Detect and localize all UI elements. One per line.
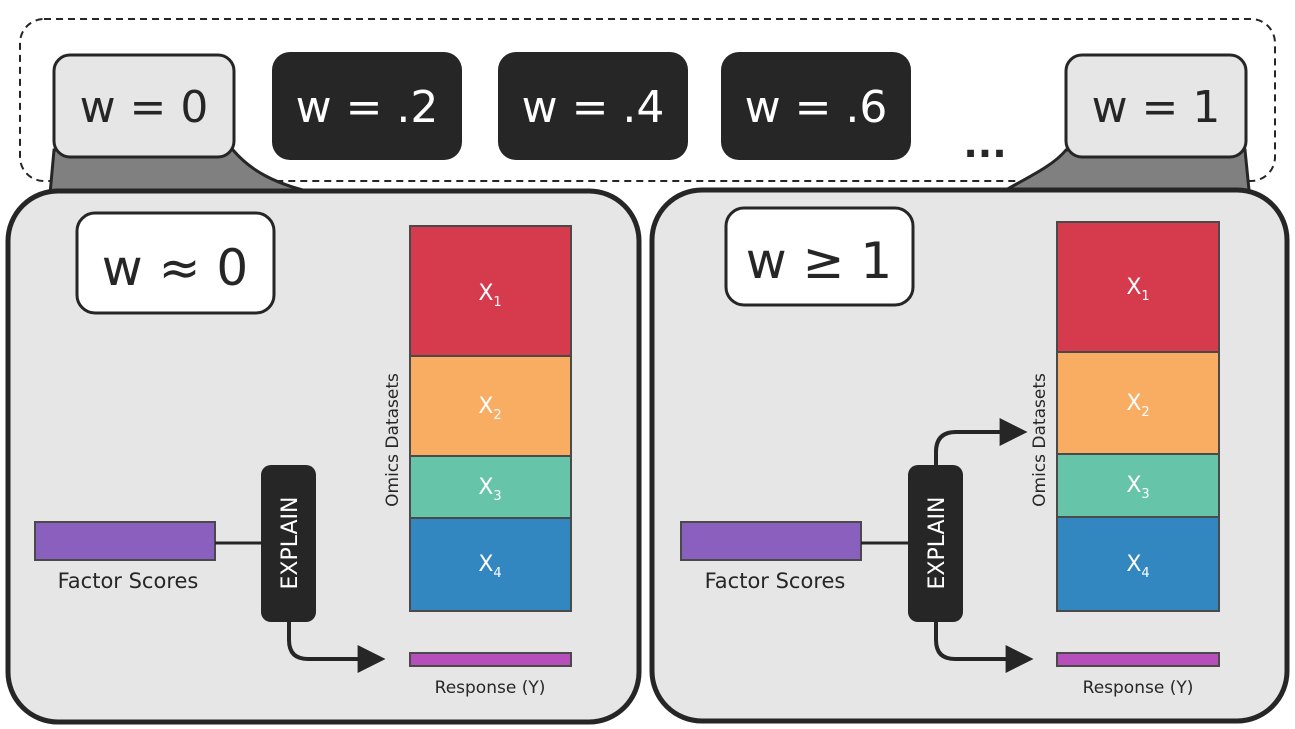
right-dataset-3-label: X3 (1126, 473, 1149, 502)
right-dataset-2-label: X2 (1126, 391, 1149, 420)
left-dataset-4 (409, 517, 572, 612)
right-datasets-stack: X1 X2 X3 X4 (1056, 221, 1220, 612)
weight-label-0: w = 0 (80, 82, 209, 133)
right-factor-label: Factor Scores (705, 569, 846, 593)
left-condition-box: w ≈ 0 (75, 211, 276, 315)
right-dataset-1 (1056, 221, 1220, 353)
weight-box-4: w = .4 (498, 52, 688, 160)
left-response-label: Response (Y) (435, 678, 546, 698)
right-dataset-4-label: X4 (1126, 552, 1149, 581)
right-explain-box (908, 465, 963, 622)
weight-box-6: w = .6 (721, 52, 911, 160)
left-axis-label: Omics Datasets (383, 373, 403, 507)
weight-label-2: w = .2 (296, 82, 439, 133)
left-factor-label: Factor Scores (58, 569, 199, 593)
right-response-bar (1056, 652, 1220, 667)
left-explain-label: EXPLAIN (278, 497, 303, 590)
left-explain-box (261, 465, 316, 622)
left-arrow-to-response (287, 622, 386, 673)
left-dataset-3 (409, 455, 572, 519)
weight-box-0: w = 0 (52, 53, 236, 159)
right-dataset-1-label: X1 (1126, 275, 1149, 304)
right-explain-label: EXPLAIN (925, 497, 950, 590)
weight-strip-container (19, 18, 1276, 182)
weight-label-4: w = .4 (522, 82, 665, 133)
right-axis-label: Omics Datasets (1030, 373, 1050, 507)
left-condition-label: w ≈ 0 (102, 239, 248, 297)
right-condition-box: w ≥ 1 (724, 206, 915, 307)
right-arrow-to-response (934, 622, 1034, 673)
right-factor-bar (680, 521, 862, 561)
left-dataset-1-label: X1 (478, 281, 501, 310)
left-factor-bar (34, 521, 216, 561)
left-dataset-1 (409, 225, 572, 357)
right-response-label: Response (Y) (1083, 678, 1194, 698)
weight-box-2: w = .2 (272, 52, 462, 160)
right-dataset-4 (1056, 516, 1220, 612)
left-dataset-4-label: X4 (478, 552, 501, 581)
right-condition-label: w ≥ 1 (746, 232, 892, 290)
weight-label-1: w = 1 (1092, 82, 1221, 133)
right-arrow-to-datasets (934, 418, 1028, 465)
left-datasets-stack: X1 X2 X3 X4 (409, 225, 572, 612)
left-dataset-2 (409, 355, 572, 457)
left-dataset-3-label: X3 (478, 475, 501, 504)
weight-ellipsis: ... (963, 122, 1006, 166)
left-response-bar (409, 652, 572, 667)
weight-label-6: w = .6 (745, 82, 888, 133)
weight-box-1: w = 1 (1064, 53, 1248, 159)
left-dataset-2-label: X2 (478, 394, 501, 423)
